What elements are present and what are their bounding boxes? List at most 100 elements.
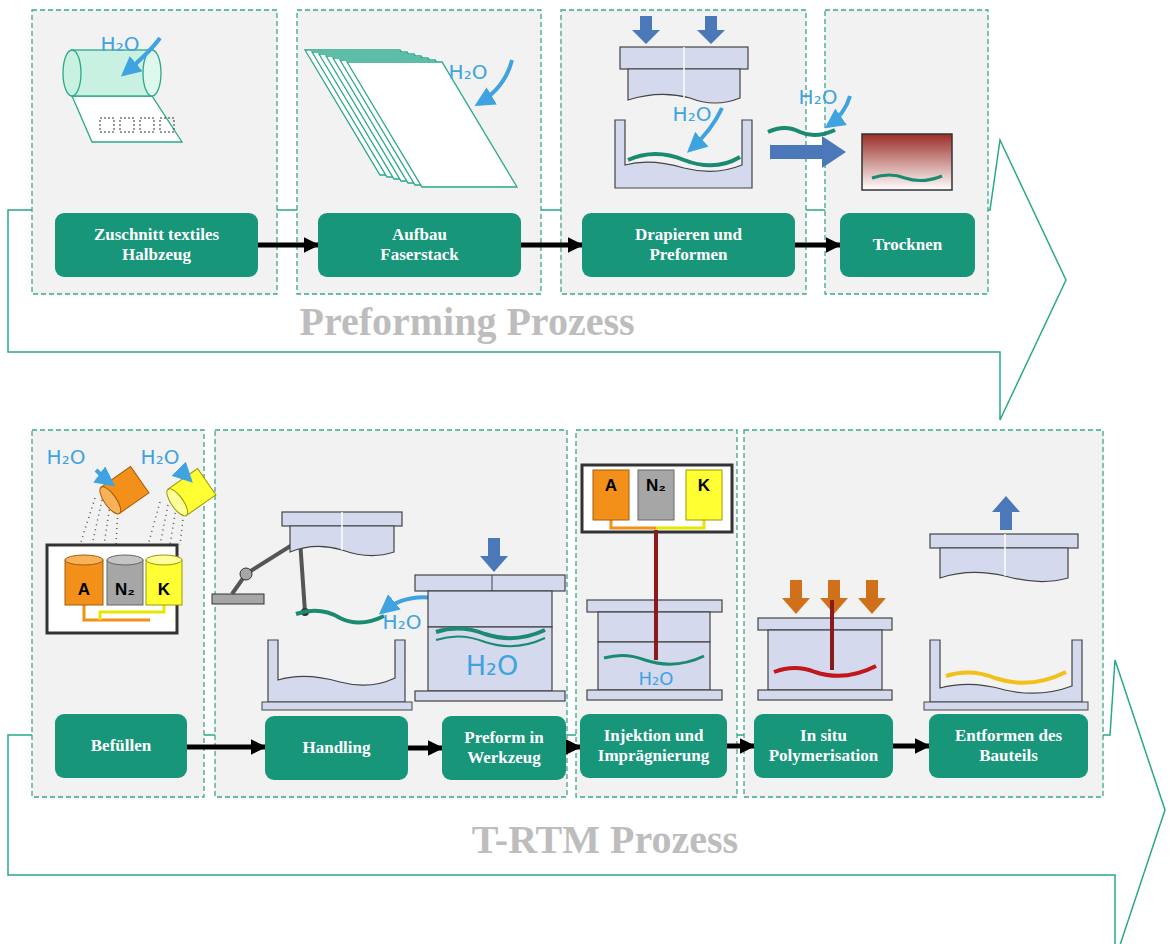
process-step-box: In situ Polymerisation	[754, 714, 893, 778]
step-panel	[561, 10, 806, 294]
filling-station	[170, 508, 176, 545]
step-label: In situ Polymerisation	[764, 726, 884, 767]
injection-unit	[656, 520, 704, 528]
tank-letter: K	[698, 477, 710, 496]
step-panel	[215, 430, 567, 797]
fabric-roll	[140, 118, 154, 132]
polymerisation-mold	[782, 580, 810, 614]
drying-oven	[862, 134, 952, 190]
filling-station	[96, 470, 112, 484]
demolding-tool	[946, 672, 1066, 683]
process-title: T-RTM Prozess	[472, 818, 738, 862]
step-panel	[825, 10, 988, 294]
step-label: Entformen des Bauteils	[944, 726, 1074, 767]
filling-station	[107, 560, 143, 605]
tank-letter: A	[605, 477, 617, 496]
water-label: H₂O	[47, 446, 86, 468]
water-label: H₂O	[141, 446, 180, 468]
tank-letter: A	[78, 581, 90, 600]
fabric-roll	[120, 118, 134, 132]
drying-oven	[862, 134, 952, 190]
demolding-tool	[924, 702, 1088, 710]
water-label: H₂O	[449, 61, 488, 83]
step-panel	[32, 10, 277, 294]
fabric-roll	[160, 118, 174, 132]
step-label: Zuschnitt textiles Halbzeug	[93, 225, 221, 266]
handling-robot	[240, 568, 252, 580]
filling-station	[107, 555, 143, 565]
filling-station	[160, 505, 168, 545]
process-title: Preforming Prozess	[299, 300, 634, 344]
step-label: Aufbau Faserstack	[365, 225, 475, 266]
fiber-stack	[347, 62, 517, 187]
handling-robot	[262, 702, 412, 710]
filling-station	[146, 560, 182, 605]
process-step-box: Aufbau Faserstack	[318, 213, 521, 277]
step-label: Drapieren und Preformen	[619, 225, 759, 266]
filling-station	[65, 555, 103, 565]
step-label: Befüllen	[91, 736, 151, 756]
demolding-tool	[924, 496, 1088, 710]
injection-unit	[582, 465, 732, 700]
filling-station	[148, 502, 160, 545]
tank-letter: N₂	[646, 477, 666, 496]
draping-press	[628, 154, 740, 165]
polymerisation-mold	[774, 666, 876, 676]
injection-unit	[611, 520, 656, 528]
filling-station	[96, 467, 149, 517]
water-label: H₂O	[639, 669, 674, 689]
closed-mold	[428, 591, 552, 627]
polymerisation-mold	[758, 580, 892, 700]
water-label: H₂O	[466, 651, 518, 681]
draping-press	[615, 120, 752, 188]
injection-unit	[654, 530, 658, 660]
water-label: H₂O	[673, 103, 712, 125]
handling-robot	[296, 611, 384, 623]
process-step-box: Zuschnitt textiles Halbzeug	[55, 213, 258, 277]
injection-unit	[638, 470, 674, 520]
water-label: H₂O	[799, 86, 838, 108]
filling-station	[163, 486, 191, 519]
handling-robot	[268, 640, 405, 702]
closed-mold	[480, 538, 508, 572]
closed-mold	[428, 627, 552, 691]
closed-mold	[415, 691, 565, 701]
injection-unit	[686, 470, 722, 520]
polymerisation-mold	[858, 580, 886, 614]
filling-station	[104, 505, 110, 545]
process-step-box: Trocknen	[840, 213, 975, 277]
injection-unit	[582, 465, 732, 532]
demolding-tool	[930, 534, 1078, 548]
flow-arrow	[566, 745, 580, 750]
step-label: Injektion und Imprägnierung	[589, 726, 719, 767]
process-step-box: Handling	[265, 716, 408, 780]
process-step-box: Drapieren und Preformen	[582, 213, 795, 277]
injection-unit	[587, 690, 722, 700]
demolding-tool	[1004, 534, 1006, 576]
fabric-roll	[100, 118, 174, 132]
step-label: Preform in Werkzeug	[454, 728, 554, 769]
step-panel	[32, 10, 1103, 797]
flow-arrow	[187, 745, 265, 750]
closed-mold	[436, 636, 545, 646]
handling-robot	[341, 512, 343, 550]
draping-press	[632, 16, 660, 44]
flow-arrow	[521, 243, 582, 248]
process-step-box: Befüllen	[55, 714, 187, 778]
draping-press	[768, 128, 835, 135]
polymerisation-mold	[768, 630, 882, 690]
flow-arrow	[258, 243, 318, 248]
draping-press	[697, 16, 725, 44]
fiber-stack	[305, 50, 517, 187]
step-label: Handling	[302, 738, 370, 758]
fabric-roll	[63, 50, 81, 96]
closed-mold	[415, 575, 565, 591]
fabric-roll	[100, 118, 114, 132]
fabric-roll	[72, 96, 182, 142]
water-label: H₂O	[383, 611, 422, 633]
draping-press	[770, 136, 846, 168]
step-label: Trocknen	[873, 235, 942, 255]
drying-oven	[872, 175, 942, 181]
